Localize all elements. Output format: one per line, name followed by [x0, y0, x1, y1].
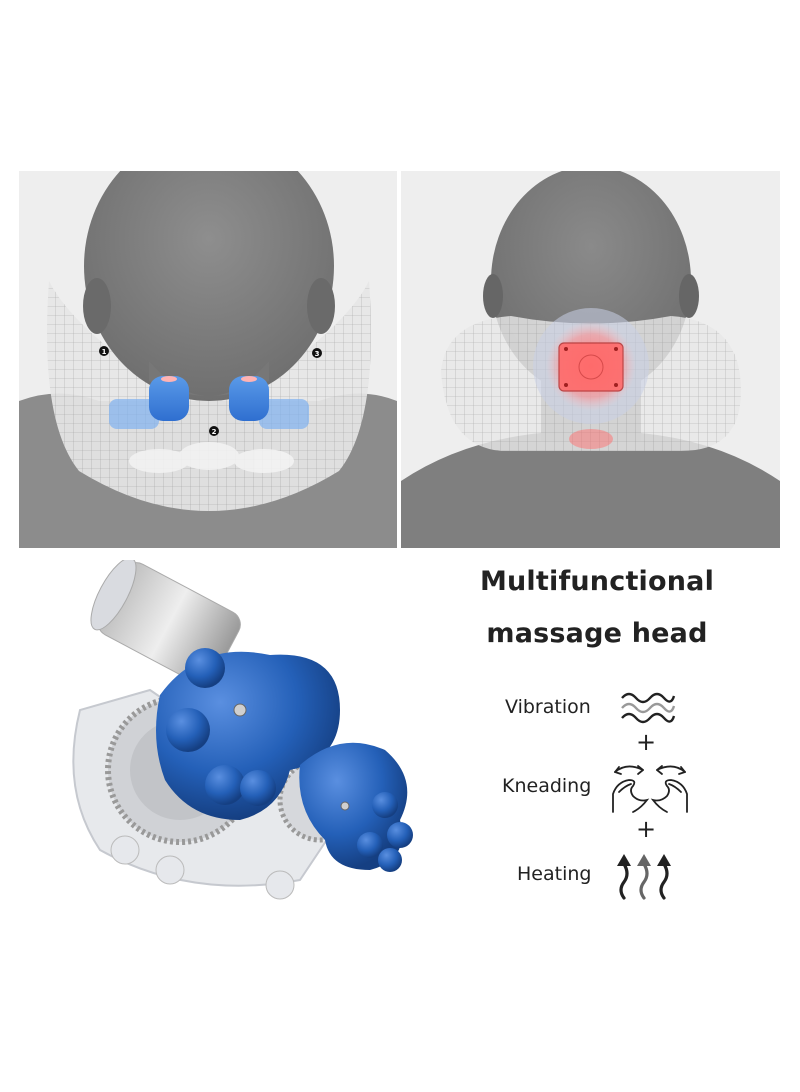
feature-label-heating: Heating — [517, 863, 592, 885]
massage-head-mechanism-illustration — [72, 560, 413, 900]
plus-separator-2: + — [636, 815, 657, 843]
feature-title-line1: Multifunctional — [479, 566, 715, 597]
feature-title-line2: massage head — [486, 618, 708, 649]
marker-1: 1 — [102, 348, 107, 356]
back-view-panel — [401, 171, 780, 548]
wave-icon — [621, 692, 676, 724]
front-view-panel: 1 2 3 — [19, 171, 397, 548]
front-view-illustration: 1 2 3 — [19, 171, 397, 548]
marker-3: 3 — [315, 350, 320, 358]
marker-2: 2 — [212, 428, 217, 436]
back-view-illustration — [401, 171, 780, 548]
feature-label-vibration: Vibration — [505, 696, 591, 718]
kneading-hands-icon — [612, 765, 688, 813]
feature-label-kneading: Kneading — [502, 775, 592, 797]
plus-separator-1: + — [636, 728, 657, 756]
heat-arrows-icon — [617, 854, 671, 900]
